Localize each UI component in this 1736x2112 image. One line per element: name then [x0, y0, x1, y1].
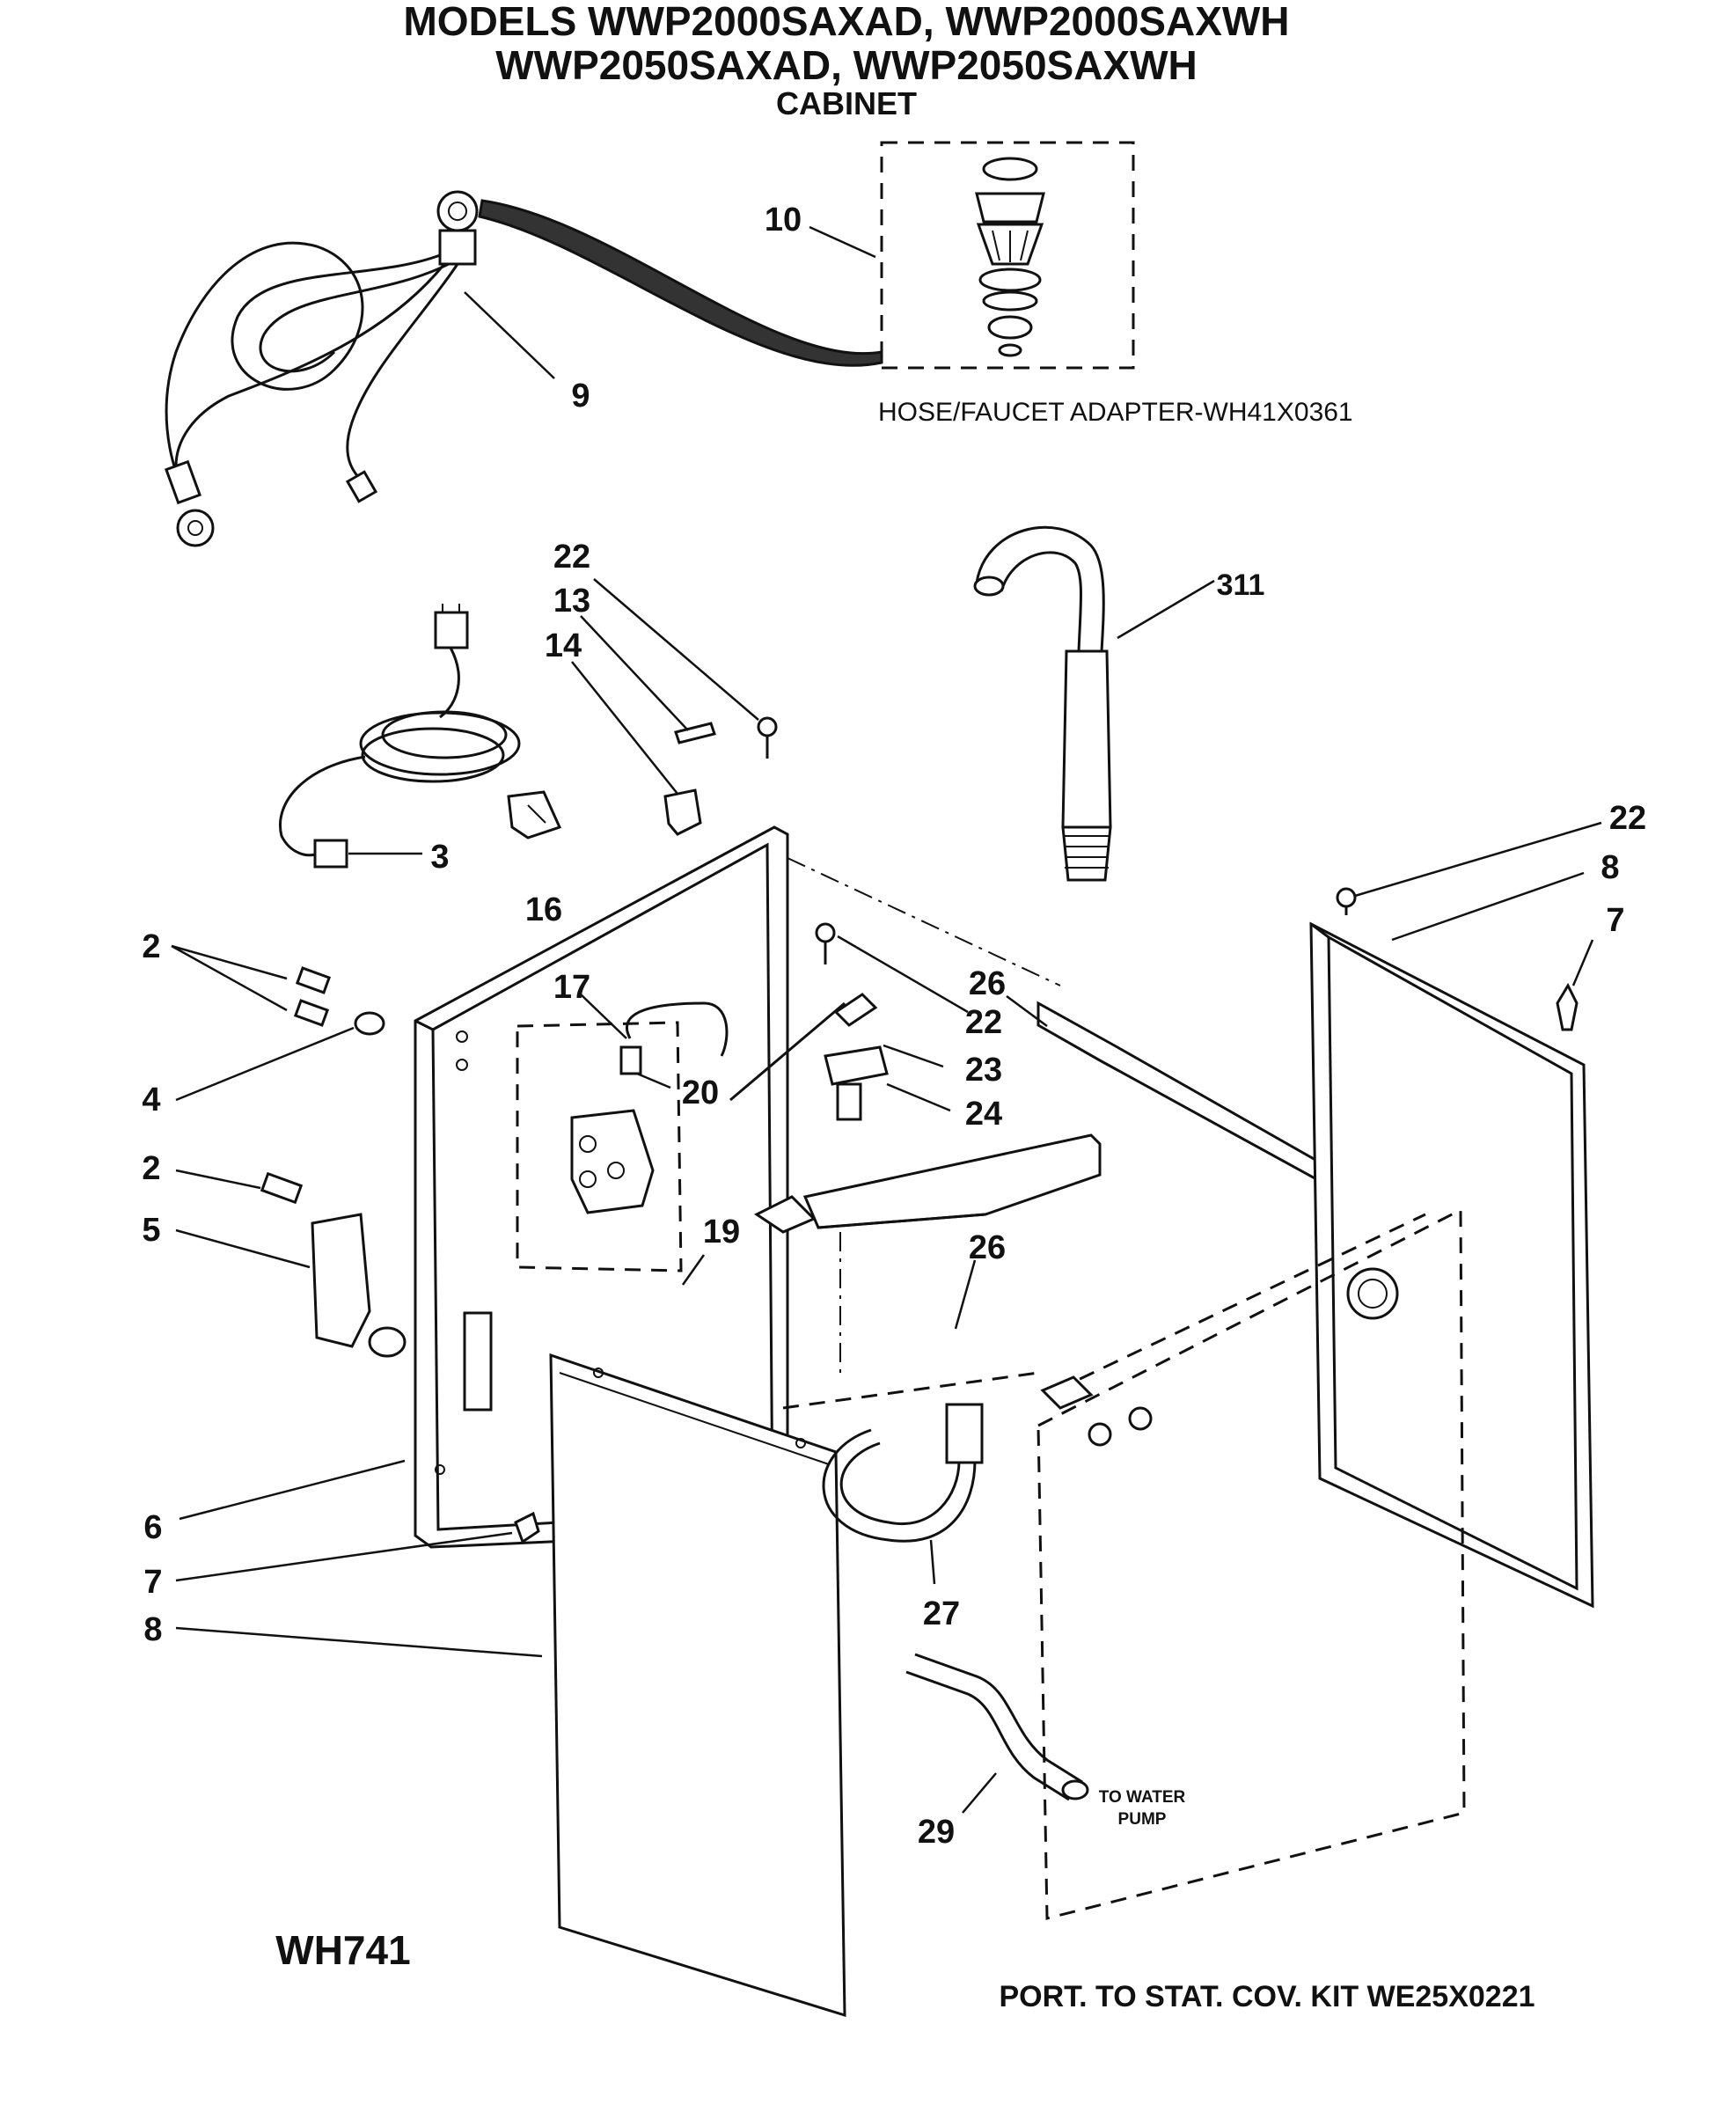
callout-27: 27: [923, 1595, 960, 1632]
rear-frame: [754, 857, 1374, 1373]
callout-14: 14: [545, 627, 582, 664]
left-small-parts: [260, 966, 540, 1544]
callout-19: 19: [703, 1214, 740, 1250]
drain-hose: [973, 525, 1112, 882]
callout-311: 311: [1217, 568, 1265, 602]
internal-hoses: [822, 1403, 1089, 1801]
section-title: CABINET: [776, 85, 917, 121]
callout-6: 6: [143, 1509, 162, 1546]
callout-7-right: 7: [1606, 902, 1624, 939]
callout-5: 5: [142, 1212, 160, 1249]
front-cabinet-dashed: [1036, 1207, 1466, 1920]
front-panel: [549, 1353, 846, 2018]
callout-20: 20: [682, 1074, 719, 1111]
kit-note: PORT. TO STAT. COV. KIT WE25X0221: [999, 1980, 1535, 2013]
callout-2-top: 2: [142, 928, 160, 965]
adapter-note: HOSE/FAUCET ADAPTER-WH41X0361: [878, 398, 1353, 427]
inlet-hose-assembly: [165, 190, 479, 547]
callout-10: 10: [765, 202, 802, 238]
callout-24: 24: [965, 1096, 1002, 1133]
callout-23: 23: [965, 1052, 1002, 1089]
water-valve-group: [516, 1001, 846, 1272]
leader-lines: [171, 225, 1602, 1814]
small-parts-top: [507, 716, 778, 840]
pump-note-line-1: TO WATER: [1099, 1788, 1186, 1807]
power-cord: [279, 604, 521, 869]
diagram-code: WH741: [275, 1927, 410, 1973]
callout-22-top: 22: [553, 539, 590, 576]
title-line-1: MODELS WWP2000SAXAD, WWP2000SAXWH: [403, 0, 1289, 44]
hose-faucet-adapter-inset: [478, 141, 1135, 370]
callout-29: 29: [918, 1814, 955, 1851]
pump-note-line-2: PUMP: [1118, 1810, 1167, 1829]
callout-17: 17: [553, 969, 590, 1006]
callout-7-left: 7: [143, 1564, 162, 1601]
callout-26-top: 26: [969, 965, 1006, 1002]
callout-16: 16: [525, 891, 562, 928]
switch-parts: [815, 922, 889, 1121]
title-line-2: WWP2050SAXAD, WWP2050SAXWH: [495, 42, 1198, 88]
callout-4: 4: [142, 1082, 160, 1118]
callout-26-mid: 26: [969, 1229, 1006, 1266]
callout-2-mid: 2: [142, 1150, 160, 1187]
callout-9: 9: [571, 378, 590, 414]
callout-22-mid: 22: [965, 1004, 1002, 1041]
right-side-panel: [1309, 887, 1594, 1609]
callout-8-right: 8: [1600, 849, 1619, 886]
callout-3: 3: [430, 839, 449, 876]
callout-22-right: 22: [1609, 800, 1646, 837]
callout-13: 13: [553, 583, 590, 620]
callout-8-left: 8: [143, 1611, 162, 1648]
